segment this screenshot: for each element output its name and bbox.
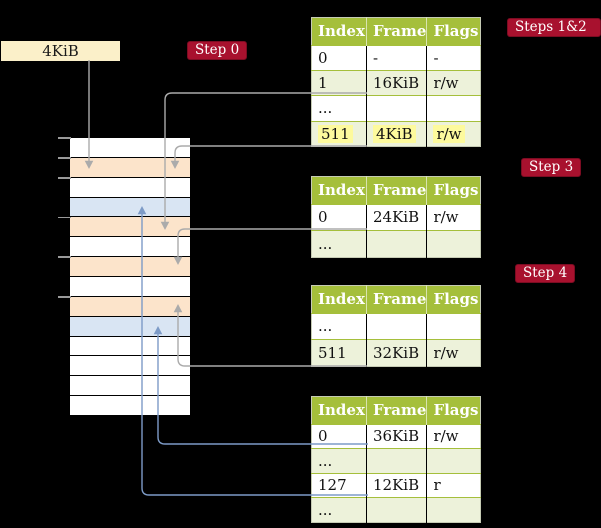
memory-row-free	[70, 396, 190, 417]
cell-flags	[426, 312, 481, 340]
cell-flags	[426, 497, 481, 523]
page-table-level1: Index Frame Flags 0 36KiB r/w ... 127 12…	[311, 396, 482, 523]
badge-step-0: Step 0	[187, 41, 248, 60]
cell-frame	[366, 497, 428, 523]
cell-flags: r	[426, 472, 481, 498]
table-row: 0 24KiB r/w	[311, 203, 481, 231]
address-tick	[58, 177, 71, 179]
memory-row-mapped	[70, 197, 190, 218]
cell-index: 127	[311, 472, 367, 498]
table-row: 0 36KiB r/w	[311, 423, 481, 449]
header-frame: Frame	[366, 285, 428, 313]
cell-index: ...	[311, 230, 367, 258]
ellipsis-row: ...	[311, 448, 481, 474]
cell-flags: r/w	[426, 423, 481, 449]
cell-index: 1	[311, 69, 367, 96]
header-frame: Frame	[366, 176, 428, 204]
memory-row-mapped	[70, 316, 190, 337]
cell-frame	[366, 448, 428, 474]
cell-index: ...	[311, 448, 367, 474]
cell-frame: 4KiB	[366, 120, 428, 147]
highlight-mark: 4KiB	[373, 124, 416, 143]
table-header-row: Index Frame Flags	[311, 396, 481, 424]
header-flags: Flags	[426, 176, 481, 204]
ellipsis-row: ...	[311, 312, 481, 340]
table-row: 0 - -	[311, 44, 481, 71]
frame-4kib-box: 4KiB	[1, 41, 120, 61]
header-frame: Frame	[366, 396, 428, 424]
cell-frame: 12KiB	[366, 472, 428, 498]
memory-row-free	[70, 336, 190, 357]
address-tick	[58, 256, 71, 258]
header-flags: Flags	[426, 396, 481, 424]
cell-flags: r/w	[426, 69, 481, 96]
table-row: 1 16KiB r/w	[311, 69, 481, 96]
cell-frame: 36KiB	[366, 423, 428, 449]
memory-row-table	[70, 217, 190, 238]
ellipsis-row: ...	[311, 230, 481, 258]
cell-flags	[426, 448, 481, 474]
memory-row-free	[70, 376, 190, 397]
cell-flags	[426, 95, 481, 122]
physical-memory-column	[70, 137, 190, 417]
ellipsis-row: ...	[311, 95, 481, 122]
cell-index: ...	[311, 95, 367, 122]
cell-flags: r/w	[426, 203, 481, 231]
table-row: 511 32KiB r/w	[311, 339, 481, 367]
cell-flags: -	[426, 44, 481, 71]
arrow-l4-entry511-recursive-to-4kib	[174, 145, 367, 161]
memory-row-table	[70, 257, 190, 278]
cell-frame: 24KiB	[366, 203, 428, 231]
table-header-row: Index Frame Flags	[311, 285, 481, 313]
cell-frame: 16KiB	[366, 69, 428, 96]
address-tick	[58, 296, 71, 298]
cell-index: 511	[311, 120, 367, 147]
page-table-level4: Index Frame Flags 0 - - 1 16KiB r/w ... …	[311, 17, 482, 148]
header-flags: Flags	[426, 17, 481, 45]
table-header-row: Index Frame Flags	[311, 176, 481, 204]
address-tick	[58, 157, 71, 159]
cell-frame: 32KiB	[366, 339, 428, 367]
header-frame: Frame	[366, 17, 428, 45]
cell-frame	[366, 230, 428, 258]
cell-frame: -	[366, 44, 428, 71]
memory-row-free	[70, 237, 190, 258]
cell-index: 0	[311, 44, 367, 71]
table-row-highlighted: 511 4KiB r/w	[311, 120, 481, 147]
memory-row-table	[70, 296, 190, 317]
memory-row-free	[70, 138, 190, 158]
cell-index: 0	[311, 203, 367, 231]
table-row: 127 12KiB r	[311, 472, 481, 498]
badge-steps-1-2: Steps 1&2	[507, 18, 601, 37]
cell-index: 511	[311, 339, 367, 367]
cell-flags: r/w	[426, 120, 481, 147]
memory-row-free	[70, 177, 190, 198]
cell-flags	[426, 230, 481, 258]
page-table-level2: Index Frame Flags ... 511 32KiB r/w	[311, 285, 482, 367]
cell-index: ...	[311, 497, 367, 523]
ellipsis-row: ...	[311, 497, 481, 523]
badge-step-4: Step 4	[515, 264, 576, 283]
memory-row-table	[70, 157, 190, 178]
header-index: Index	[311, 17, 367, 45]
address-tick	[58, 137, 71, 139]
table-header-row: Index Frame Flags	[311, 17, 481, 45]
address-tick	[58, 216, 71, 218]
header-index: Index	[311, 396, 367, 424]
cell-index: 0	[311, 423, 367, 449]
page-table-level3: Index Frame Flags 0 24KiB r/w ...	[311, 176, 482, 258]
header-index: Index	[311, 176, 367, 204]
header-index: Index	[311, 285, 367, 313]
cell-frame	[366, 312, 428, 340]
memory-row-free	[70, 277, 190, 297]
badge-step-3: Step 3	[521, 158, 582, 177]
highlight-mark: 511	[318, 124, 353, 143]
highlight-mark: r/w	[433, 124, 465, 143]
header-flags: Flags	[426, 285, 481, 313]
cell-frame	[366, 95, 428, 122]
cell-flags: r/w	[426, 339, 481, 367]
cell-index: ...	[311, 312, 367, 340]
memory-row-free	[70, 356, 190, 377]
